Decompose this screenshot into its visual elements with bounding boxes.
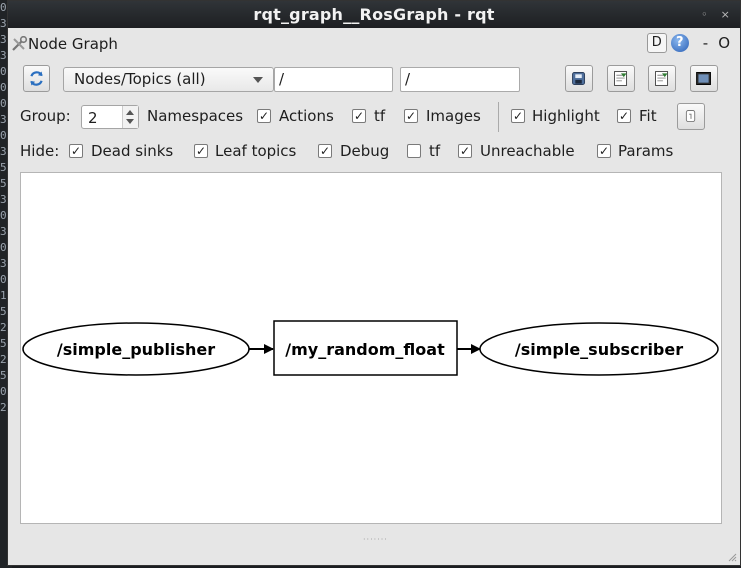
dead-sinks-checkbox[interactable]: ✓ xyxy=(69,144,83,158)
refresh-icon xyxy=(30,71,43,86)
terminal-line: 3 xyxy=(0,33,7,46)
fit-checkbox[interactable]: ✓ xyxy=(617,109,631,123)
dock-button[interactable]: D xyxy=(646,33,667,53)
tf-group-label: tf xyxy=(374,107,386,125)
plugin-title: Node Graph xyxy=(28,35,118,53)
load-dot-button[interactable] xyxy=(565,65,593,92)
namespaces-checkbox[interactable]: ✓ xyxy=(257,109,271,123)
unreachable-label: Unreachable xyxy=(480,142,575,160)
window-close-button[interactable]: × xyxy=(720,8,730,21)
leaf-topics-checkbox[interactable]: ✓ xyxy=(194,144,208,158)
close-plugin-button[interactable]: O xyxy=(718,34,730,52)
actions-checkbox[interactable]: ✓ xyxy=(352,109,366,123)
terminal-line: 0 xyxy=(0,209,7,222)
graph-topic-my-random-float[interactable]: /my_random_float xyxy=(273,320,458,376)
terminal-line: 3 xyxy=(0,193,7,206)
terminal-line: 2 xyxy=(0,353,7,366)
window-titlebar[interactable]: rqt_graph__RosGraph - rqt ◦ × xyxy=(8,1,740,28)
actions-label: Actions xyxy=(279,107,334,125)
tf-hide-checkbox[interactable] xyxy=(407,144,421,158)
group-label: Group: xyxy=(20,107,71,125)
save-dot-icon xyxy=(614,71,628,86)
terminal-line: 3 xyxy=(0,113,7,126)
terminal-line: 3 xyxy=(0,17,7,30)
save-dot-button[interactable] xyxy=(607,65,635,92)
params-checkbox[interactable]: ✓ xyxy=(597,144,611,158)
save-svg-button[interactable] xyxy=(648,65,676,92)
debug-checkbox[interactable]: ✓ xyxy=(318,144,332,158)
terminal-line: 1 xyxy=(0,289,7,302)
fit-view-icon xyxy=(685,110,696,123)
terminal-line: 5 xyxy=(0,161,7,174)
terminal-line: 5 xyxy=(0,337,7,350)
params-label: Params xyxy=(618,142,674,160)
leaf-topics-label: Leaf topics xyxy=(215,142,297,160)
spin-arrows[interactable] xyxy=(122,106,138,128)
group-spinbox[interactable]: 2 xyxy=(81,105,139,129)
plugin-title-bar: Node Graph D ? - O xyxy=(8,28,740,58)
topic-filter-input[interactable]: / xyxy=(400,67,520,92)
node-filter-input[interactable]: / xyxy=(274,67,393,92)
terminal-line: 2 xyxy=(0,401,7,414)
save-image-icon xyxy=(696,72,711,85)
toolbar-separator xyxy=(498,102,499,132)
hide-label: Hide: xyxy=(20,142,60,160)
spin-up-icon[interactable] xyxy=(126,110,134,115)
highlight-checkbox[interactable]: ✓ xyxy=(511,109,525,123)
help-icon[interactable]: ? xyxy=(670,34,689,52)
graph-svg: /simple_publisher /my_random_float /simp… xyxy=(22,320,719,376)
terminal-line: 3 xyxy=(0,257,7,270)
fit-view-button[interactable] xyxy=(677,103,705,130)
fit-label: Fit xyxy=(639,107,657,125)
load-dot-icon xyxy=(572,72,586,85)
save-image-button[interactable] xyxy=(690,65,718,92)
group-value: 2 xyxy=(88,109,98,127)
terminal-line: 5 xyxy=(0,369,7,382)
view-mode-combo[interactable]: Nodes/Topics (all) xyxy=(63,67,274,92)
chevron-down-icon xyxy=(253,77,263,83)
node-label: /simple_subscriber xyxy=(515,340,683,359)
graph-canvas[interactable]: /simple_publisher /my_random_float /simp… xyxy=(20,172,722,524)
dead-sinks-label: Dead sinks xyxy=(91,142,174,160)
window-resize-icon[interactable] xyxy=(727,552,737,562)
view-mode-value: Nodes/Topics (all) xyxy=(74,70,206,88)
graph-node-publisher[interactable]: /simple_publisher xyxy=(22,322,250,376)
tools-icon xyxy=(12,36,28,51)
namespaces-label: Namespaces xyxy=(147,107,244,125)
terminal-line: 3 xyxy=(0,225,7,238)
tf-hide-label: tf xyxy=(429,142,441,160)
rqt-window: rqt_graph__RosGraph - rqt ◦ × Node Graph… xyxy=(7,0,741,566)
minimize-plugin-button[interactable]: - xyxy=(702,34,709,52)
images-label: Images xyxy=(426,107,481,125)
graph-node-subscriber[interactable]: /simple_subscriber xyxy=(479,322,719,376)
spin-down-icon[interactable] xyxy=(126,119,134,124)
refresh-button[interactable] xyxy=(23,65,50,92)
node-label: /simple_publisher xyxy=(57,340,215,359)
terminal-line: 3 xyxy=(0,49,7,62)
window-controls: ◦ × xyxy=(692,1,730,28)
unreachable-checkbox[interactable]: ✓ xyxy=(458,144,472,158)
resize-grip[interactable]: ······· xyxy=(363,535,388,544)
window-title: rqt_graph__RosGraph - rqt xyxy=(253,5,495,24)
save-svg-icon xyxy=(655,71,669,86)
terminal-line: 3 xyxy=(0,145,7,158)
debug-label: Debug xyxy=(340,142,390,160)
highlight-label: Highlight xyxy=(532,107,600,125)
images-checkbox[interactable]: ✓ xyxy=(404,109,418,123)
window-restore-button[interactable]: ◦ xyxy=(701,8,708,21)
terminal-line: 5 xyxy=(0,305,7,318)
terminal-line: 5 xyxy=(0,177,7,190)
terminal-line: 2 xyxy=(0,321,7,334)
topic-label: /my_random_float xyxy=(285,340,445,359)
